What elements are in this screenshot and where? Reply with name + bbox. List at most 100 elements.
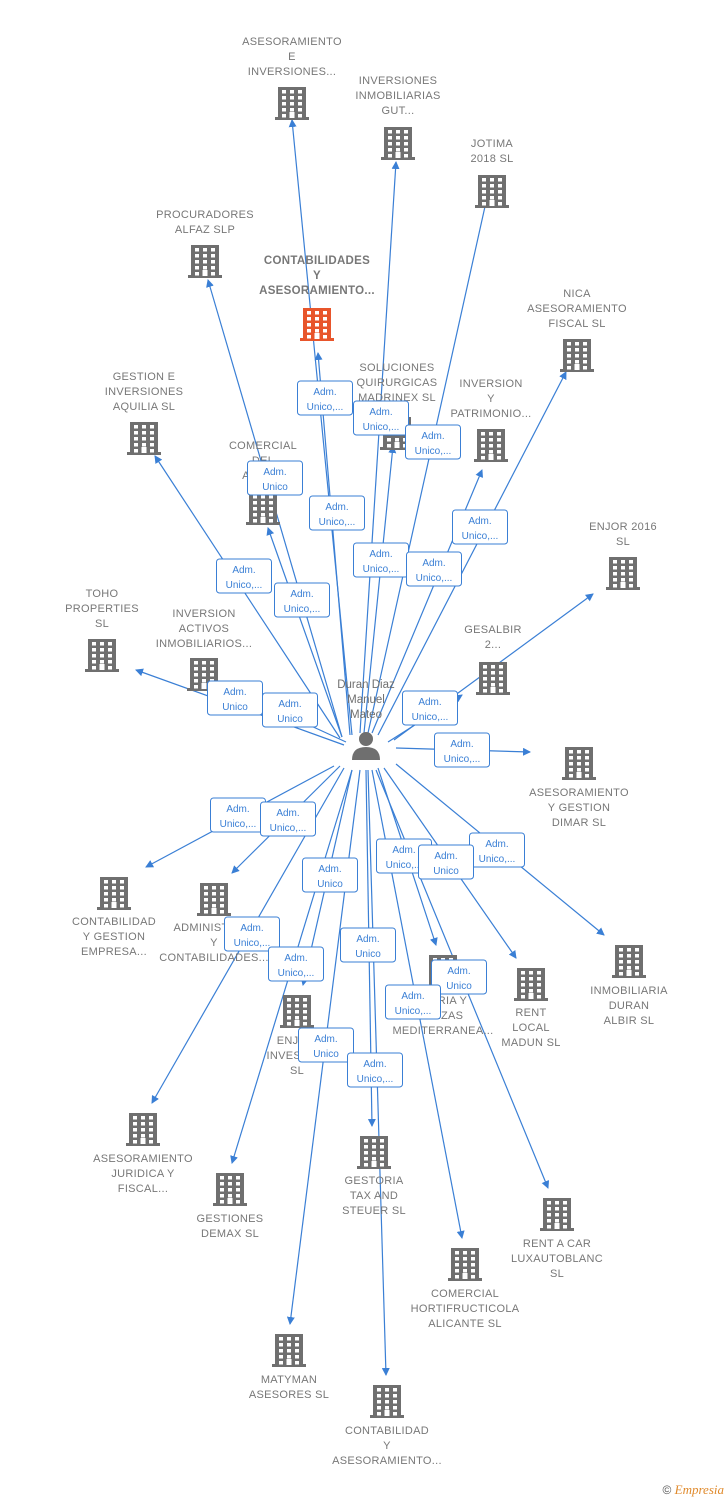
role-label[interactable]: Adm.Unico,... bbox=[274, 582, 330, 618]
company-name-line: ACTIVOS bbox=[179, 623, 229, 635]
edge-line bbox=[288, 119, 353, 736]
role-label-line: Adm. bbox=[450, 739, 473, 750]
role-label-line: Unico,... bbox=[357, 1074, 394, 1085]
company-name-line: INVERSIONES bbox=[105, 386, 184, 398]
company-node[interactable]: ENJO...INVESTM...SL bbox=[266, 995, 327, 1077]
building-icon bbox=[127, 422, 161, 455]
company-name-line: INMOBILIARIOS... bbox=[156, 638, 252, 650]
role-label[interactable]: Adm.Unico,... bbox=[268, 946, 324, 982]
company-name-line: TAX AND bbox=[350, 1190, 398, 1202]
building-icon bbox=[476, 662, 510, 695]
role-label-line: Adm. bbox=[422, 558, 445, 569]
role-label-line: Adm. bbox=[313, 387, 336, 398]
role-label[interactable]: Adm.Unico,... bbox=[402, 690, 458, 726]
role-label-line: Unico bbox=[277, 714, 303, 725]
company-node[interactable]: ASESORAMIENTOEINVERSIONES... bbox=[242, 36, 342, 120]
edge-line bbox=[363, 445, 397, 734]
company-name-line: ALFAZ SLP bbox=[175, 224, 235, 236]
role-label-line: Unico,... bbox=[363, 422, 400, 433]
company-name-line: LOCAL bbox=[512, 1022, 550, 1034]
company-node[interactable]: GESALBIR2... bbox=[464, 624, 521, 695]
role-label-line: Unico,... bbox=[462, 531, 499, 542]
building-icon bbox=[188, 245, 222, 278]
company-node[interactable]: CONTABILIDADESYASESORAMIENTO... bbox=[259, 255, 375, 341]
role-label[interactable]: Adm.Unico,... bbox=[297, 380, 353, 416]
company-node[interactable]: INVERSIONYPATRIMONIO... bbox=[450, 378, 531, 462]
company-name-line: PATRIMONIO... bbox=[450, 408, 531, 420]
role-label[interactable]: Adm.Unico bbox=[247, 460, 303, 496]
role-label[interactable]: Adm.Unico bbox=[302, 857, 358, 893]
company-node[interactable]: INVERSIONESINMOBILIARIASGUT... bbox=[355, 75, 440, 160]
company-node[interactable]: INVERSIONACTIVOSINMOBILIARIOS... bbox=[156, 608, 252, 691]
building-icon bbox=[213, 1173, 247, 1206]
role-label[interactable]: Adm.Unico,... bbox=[260, 801, 316, 837]
role-label[interactable]: Adm.Unico,... bbox=[210, 797, 266, 833]
company-name-line: STEUER SL bbox=[342, 1205, 406, 1217]
company-name-line: LUXAUTOBLANC bbox=[511, 1253, 603, 1265]
role-label-line: Adm. bbox=[232, 565, 255, 576]
role-label[interactable]: Adm.Unico,... bbox=[216, 558, 272, 594]
role-label[interactable]: Adm.Unico,... bbox=[224, 916, 280, 952]
company-name-line: DEMAX SL bbox=[201, 1228, 259, 1240]
role-label[interactable]: Adm.Unico,... bbox=[405, 424, 461, 460]
role-label[interactable]: Adm.Unico bbox=[207, 680, 263, 716]
company-name-line: Y GESTION bbox=[83, 931, 145, 943]
role-label[interactable]: Adm.Unico,... bbox=[406, 551, 462, 587]
role-label-line: Adm. bbox=[223, 687, 246, 698]
role-label[interactable]: Adm.Unico,... bbox=[347, 1052, 403, 1088]
role-label[interactable]: Adm.Unico,... bbox=[353, 542, 409, 578]
role-label[interactable]: Adm. Unico,... bbox=[452, 509, 508, 545]
company-name-line: 2... bbox=[485, 639, 502, 651]
building-icon bbox=[562, 747, 596, 780]
role-label-line: Adm. bbox=[468, 516, 491, 527]
role-label-line: Unico,... bbox=[479, 854, 516, 865]
company-name-line: Y GESTION bbox=[548, 802, 610, 814]
role-label[interactable]: Adm.Unico bbox=[431, 959, 487, 995]
company-name-line: EMPRESA... bbox=[81, 946, 147, 958]
footer-brand[interactable]: © Empresia bbox=[662, 1482, 724, 1498]
role-label[interactable]: Adm.Unico bbox=[418, 844, 474, 880]
role-label-line: Unico,... bbox=[284, 604, 321, 615]
role-label[interactable]: Adm.Unico bbox=[298, 1027, 354, 1063]
company-name-line: SL bbox=[616, 536, 630, 548]
copyright-symbol: © bbox=[662, 1483, 672, 1497]
role-label[interactable]: Adm.Unico,... bbox=[385, 984, 441, 1020]
building-icon bbox=[381, 127, 415, 160]
role-label[interactable]: Adm.Unico,... bbox=[309, 495, 365, 531]
role-label-line: Unico,... bbox=[270, 823, 307, 834]
company-name-line: ALBIR SL bbox=[604, 1015, 655, 1027]
building-icon bbox=[448, 1248, 482, 1281]
role-label[interactable]: Adm.Unico,... bbox=[434, 732, 490, 768]
role-label-line: Adm. bbox=[401, 991, 424, 1002]
role-label[interactable]: Adm.Unico,... bbox=[469, 832, 525, 868]
role-label[interactable]: Adm.Unico,... bbox=[353, 400, 409, 436]
building-icon bbox=[246, 492, 280, 525]
company-name-line: ALICANTE SL bbox=[428, 1318, 502, 1330]
role-label-line: Unico bbox=[313, 1049, 339, 1060]
role-label[interactable]: Adm.Unico bbox=[340, 927, 396, 963]
edge-labels: Adm.Unico,...Adm.Unico,...Adm.Unico,...A… bbox=[207, 380, 525, 1088]
company-name-line: GESTION E bbox=[113, 371, 176, 383]
company-name-line: ENJOR 2016 bbox=[589, 521, 657, 533]
role-label[interactable]: Adm.Unico bbox=[262, 692, 318, 728]
company-node[interactable]: CONTABILIDADYASESORAMIENTO... bbox=[332, 1385, 442, 1467]
company-name-line: DIMAR SL bbox=[552, 817, 606, 829]
company-name-line: TOHO bbox=[86, 588, 119, 600]
